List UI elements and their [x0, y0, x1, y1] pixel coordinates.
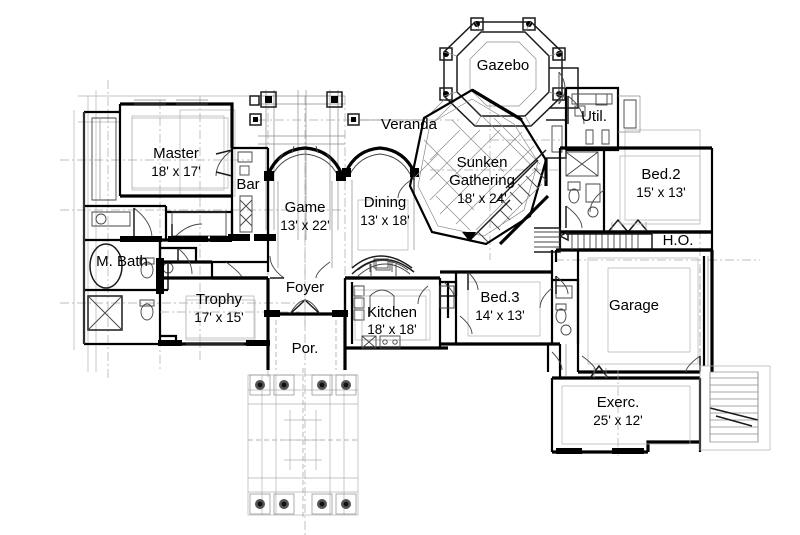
- kitchen-curved-counter: [351, 258, 415, 277]
- bed-3: [439, 270, 580, 346]
- room-label-kitchen: Kitchen: [367, 304, 417, 321]
- garage: [576, 248, 714, 374]
- room-label-trophy: Trophy: [196, 291, 243, 308]
- utility-room: [564, 86, 641, 152]
- room-dimension-master: 18' x 17': [151, 164, 200, 179]
- room-dimension-kitchen: 18' x 18': [367, 322, 416, 337]
- room-labels: Master 18' x 17' M. Bath Bar Game 13' x …: [96, 57, 693, 428]
- room-label-exercise: Exerc.: [597, 394, 640, 411]
- porte-cochere-columns: [249, 374, 357, 515]
- room-label-ho: H.O.: [663, 232, 694, 249]
- room-label-foyer: Foyer: [286, 279, 324, 296]
- toilet-fixture: [139, 257, 155, 279]
- stair-treads: [566, 233, 652, 250]
- master-bath: [82, 206, 212, 346]
- room-label-garage: Garage: [609, 297, 659, 314]
- exterior-edges: [73, 110, 567, 378]
- room-dimension-game: 13' x 22': [280, 218, 329, 233]
- bed2-closet: [565, 151, 599, 177]
- room-dimension-bed-2: 15' x 13': [636, 185, 685, 200]
- veranda-posts: [249, 91, 360, 126]
- toilet-fixture-2: [139, 299, 155, 321]
- room-dimension-dining: 13' x 18': [360, 213, 409, 228]
- sink-fixture: [95, 213, 107, 225]
- bathtub-fixture: [89, 243, 123, 289]
- porte-cochere: [247, 368, 359, 520]
- sunken-gathering: [408, 88, 567, 246]
- room-label-utility: Util.: [581, 108, 607, 125]
- room-label-master: Master: [153, 145, 199, 162]
- room-label-master-bath: M. Bath: [96, 253, 148, 270]
- room-label-veranda: Veranda: [381, 116, 438, 133]
- veranda-area: [249, 90, 460, 240]
- exercise-room: [550, 364, 702, 456]
- room-label-porch: Por.: [292, 340, 319, 357]
- room-label-gazebo: Gazebo: [477, 57, 530, 74]
- exterior-stair: [699, 365, 771, 451]
- room-label-game: Game: [285, 199, 326, 216]
- room-dimension-trophy: 17' x 15': [194, 310, 243, 325]
- room-label-bar: Bar: [236, 176, 259, 193]
- dining-niche: [351, 255, 413, 272]
- entry-doors: [289, 299, 321, 315]
- room-label-bed-3: Bed.3: [480, 289, 519, 306]
- gazebo-structure: [439, 17, 579, 127]
- room-dimension-bed-3: 14' x 13': [475, 308, 524, 323]
- gathering-stair: [462, 149, 547, 243]
- room-label-sunken: Sunken: [457, 154, 508, 171]
- room-dimension-exercise: 25' x 12': [593, 413, 642, 428]
- room-label-gathering: Gathering: [449, 172, 515, 189]
- kitchen-appliances: [361, 335, 401, 349]
- room-label-bed-2: Bed.2: [641, 166, 680, 183]
- room-label-dining: Dining: [364, 194, 407, 211]
- room-dimension-gathering: 18' x 24': [457, 191, 506, 206]
- shower-fixture: [87, 295, 123, 331]
- kitchen: [343, 258, 458, 350]
- stair-run-left: [534, 227, 561, 253]
